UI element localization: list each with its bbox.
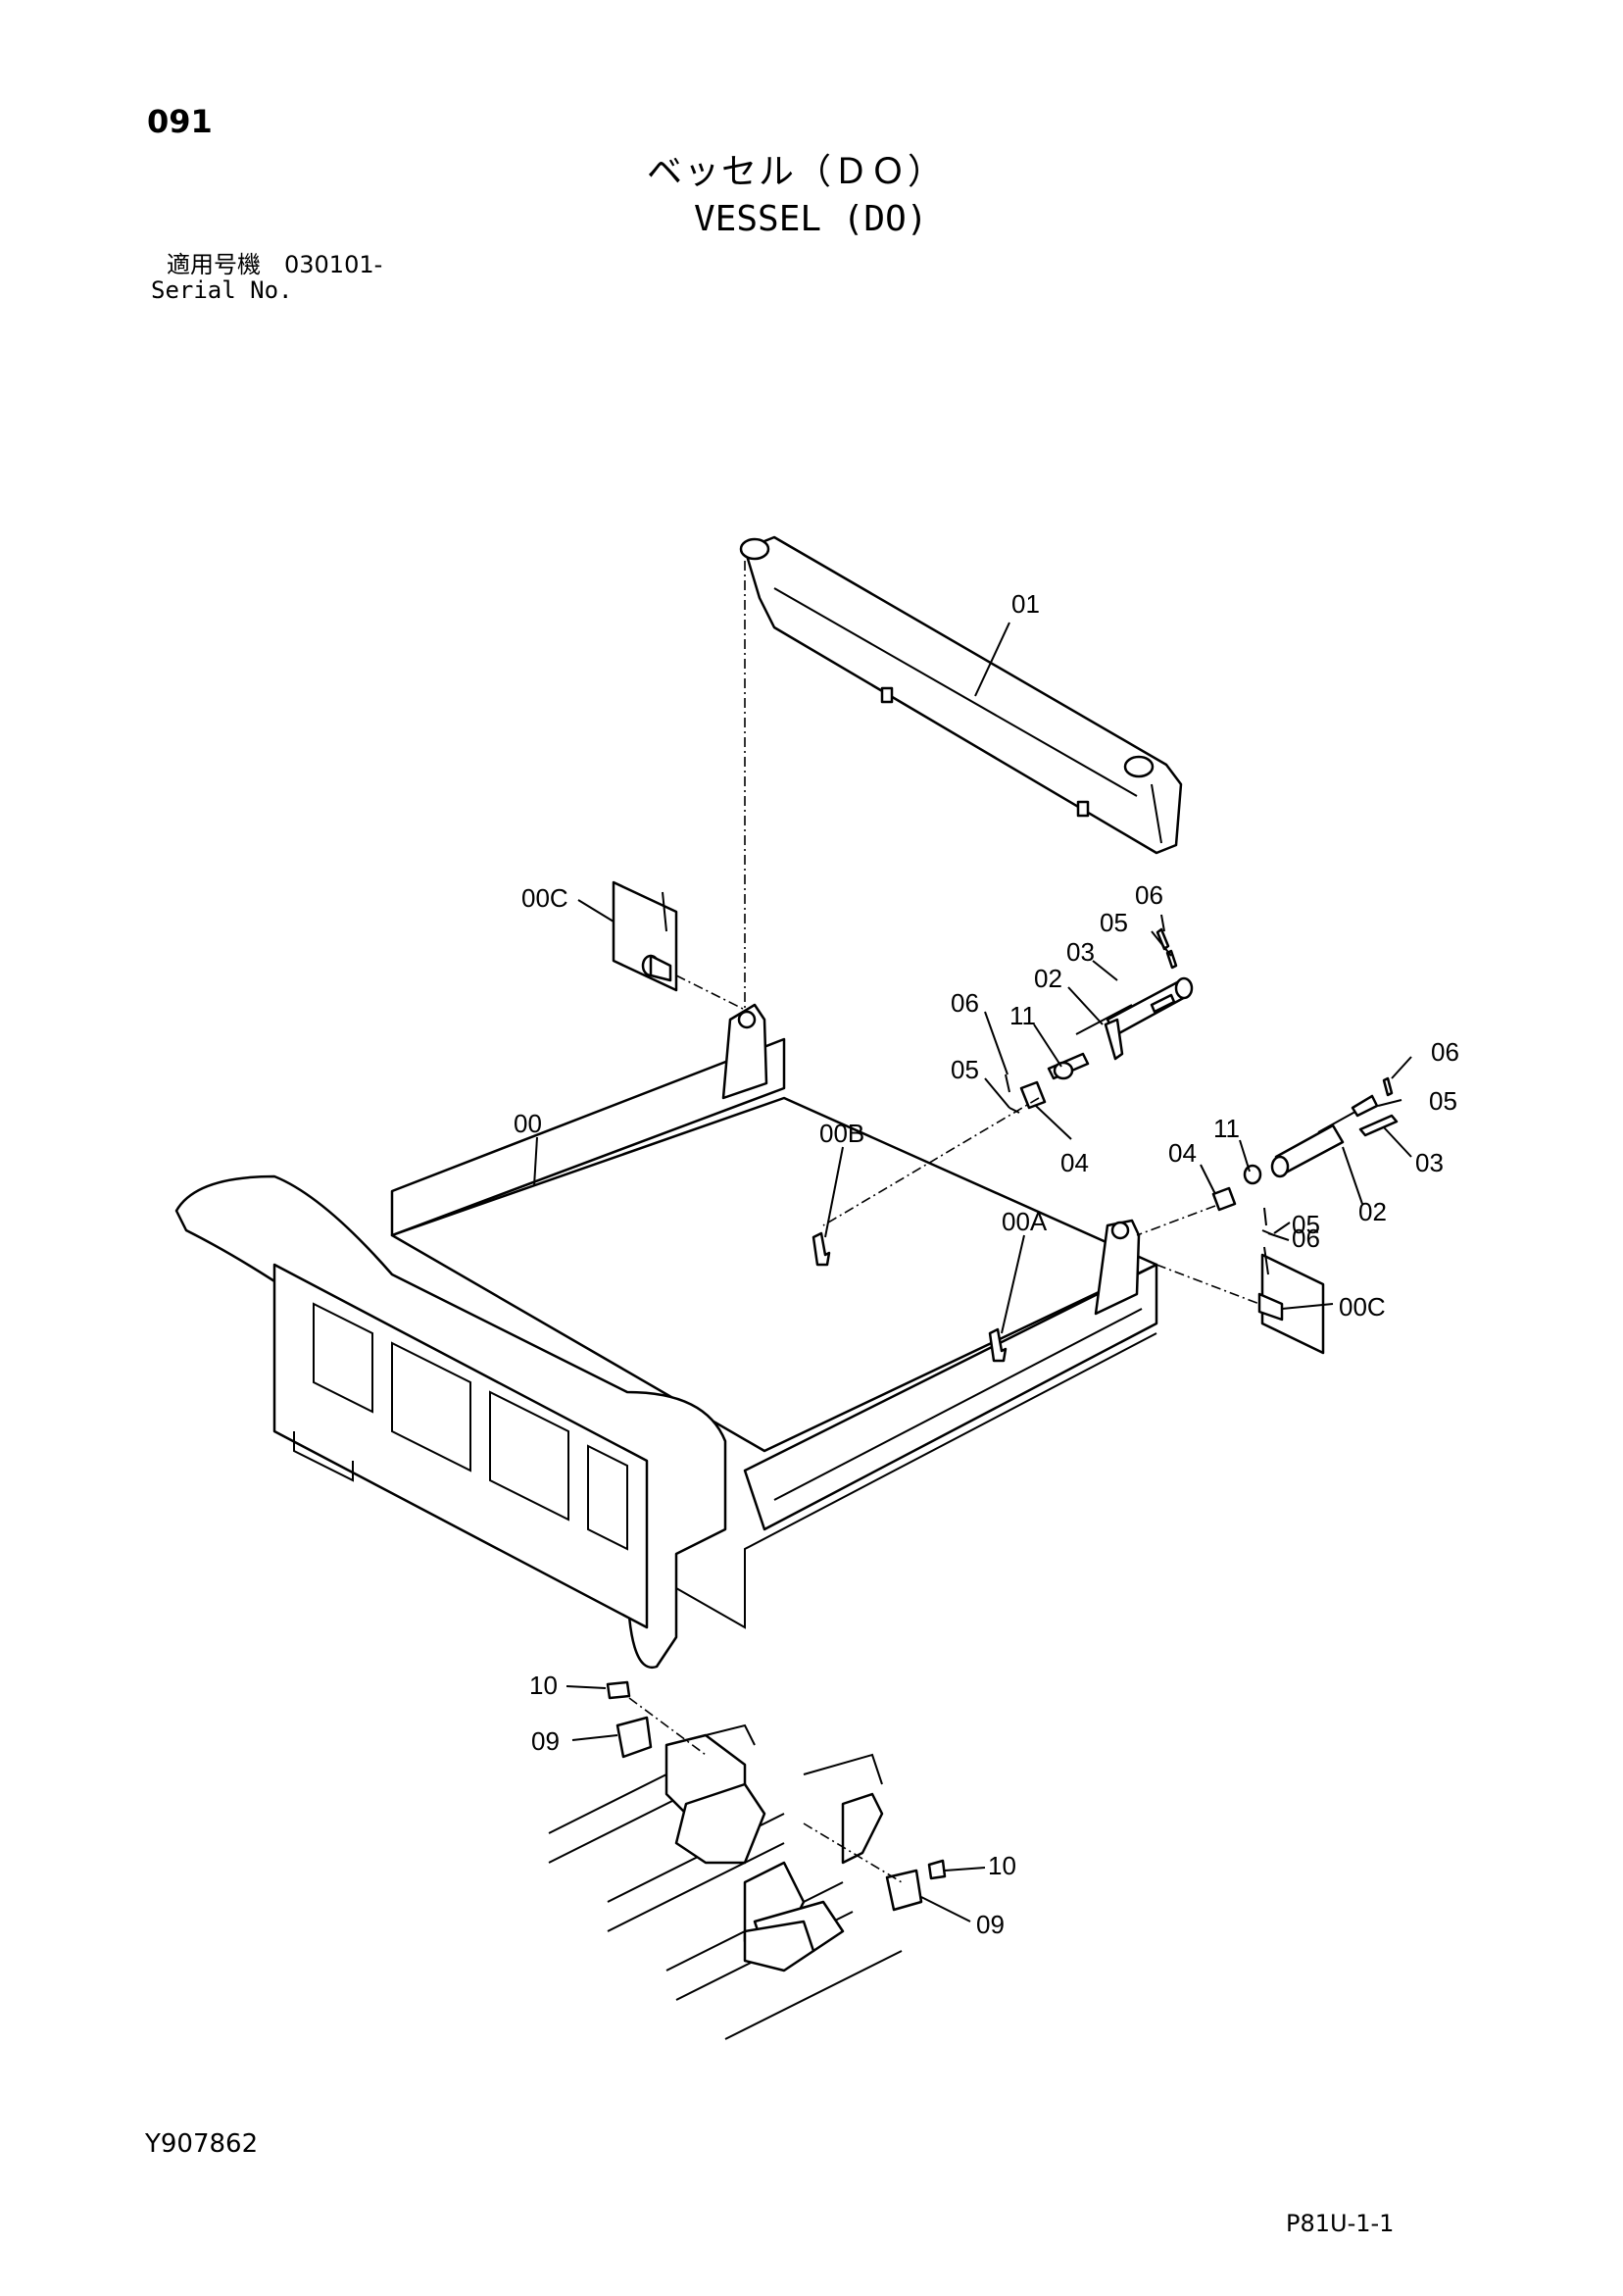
callout-00C-bottom: 00C [1339,1292,1386,1322]
alignment-line-cyl-b [1136,1205,1216,1236]
callout-11-a: 11 [1009,1001,1036,1030]
callout-03-a: 03 [1066,937,1095,967]
leader-lines [533,622,1412,1922]
alignment-line-lower-a [628,1697,707,1756]
callout-02-b: 02 [1358,1197,1387,1226]
callout-10-a: 10 [529,1671,558,1700]
callout-11-b: 11 [1213,1114,1240,1143]
title-english: VESSEL (DO) [694,199,928,239]
bracket-00A [988,1327,1008,1363]
callout-04-b: 04 [1168,1138,1197,1168]
callout-10-b: 10 [988,1851,1016,1880]
callout-06-d: 06 [1292,1223,1320,1253]
document-id: Y907862 [145,2129,259,2159]
callout-00A: 00A [1002,1207,1048,1236]
callout-09-b: 09 [976,1910,1005,1939]
title-japanese: ベッセル（ＤＯ） [647,152,946,192]
callout-06-c: 06 [1431,1037,1459,1067]
callout-labels: 01 00C 00 00B 00A 06 05 03 02 11 06 05 0… [514,589,1459,1939]
serial-label-japanese: 適用号機 030101- [167,251,383,278]
part-cylinder-assembly-b [1211,1076,1399,1236]
callout-00B: 00B [819,1119,864,1148]
callout-05-a: 05 [1100,908,1128,937]
part-00C-bottom [1257,1246,1325,1355]
callout-01: 01 [1011,589,1040,619]
part-09-pad-b [885,1869,923,1912]
bracket-00B [812,1231,831,1267]
part-10-bolt-b [927,1859,947,1880]
callout-05-b: 05 [951,1055,979,1084]
alignment-line-00C-bottom [1156,1264,1260,1305]
lower-chassis-frame [548,1723,903,2040]
part-10-bolt-a [606,1680,631,1700]
callout-05-d: 05 [1292,1210,1320,1239]
part-09-pad-a [615,1716,653,1759]
page-code: P81U-1-1 [1286,2210,1395,2237]
alignment-line-00C-top [675,974,746,1011]
part-cylinder-assembly-a [1005,927,1194,1114]
callout-03-b: 03 [1415,1148,1444,1177]
page-number: 091 [147,103,213,140]
callout-06-a: 06 [1135,880,1163,910]
part-00C-top [612,880,678,992]
callout-02-a: 02 [1034,964,1062,993]
callout-00C-top: 00C [521,883,568,913]
callout-00: 00 [514,1109,542,1138]
callout-04-a: 04 [1060,1148,1089,1177]
alignment-line-cyl-a [822,1097,1040,1226]
callout-09-a: 09 [531,1726,560,1756]
callout-06-b: 06 [951,988,979,1018]
part-01-beam [739,535,1183,855]
serial-label-english: Serial No. [151,276,293,304]
part-00-vessel [174,1003,1158,1670]
callout-05-c: 05 [1429,1086,1457,1116]
